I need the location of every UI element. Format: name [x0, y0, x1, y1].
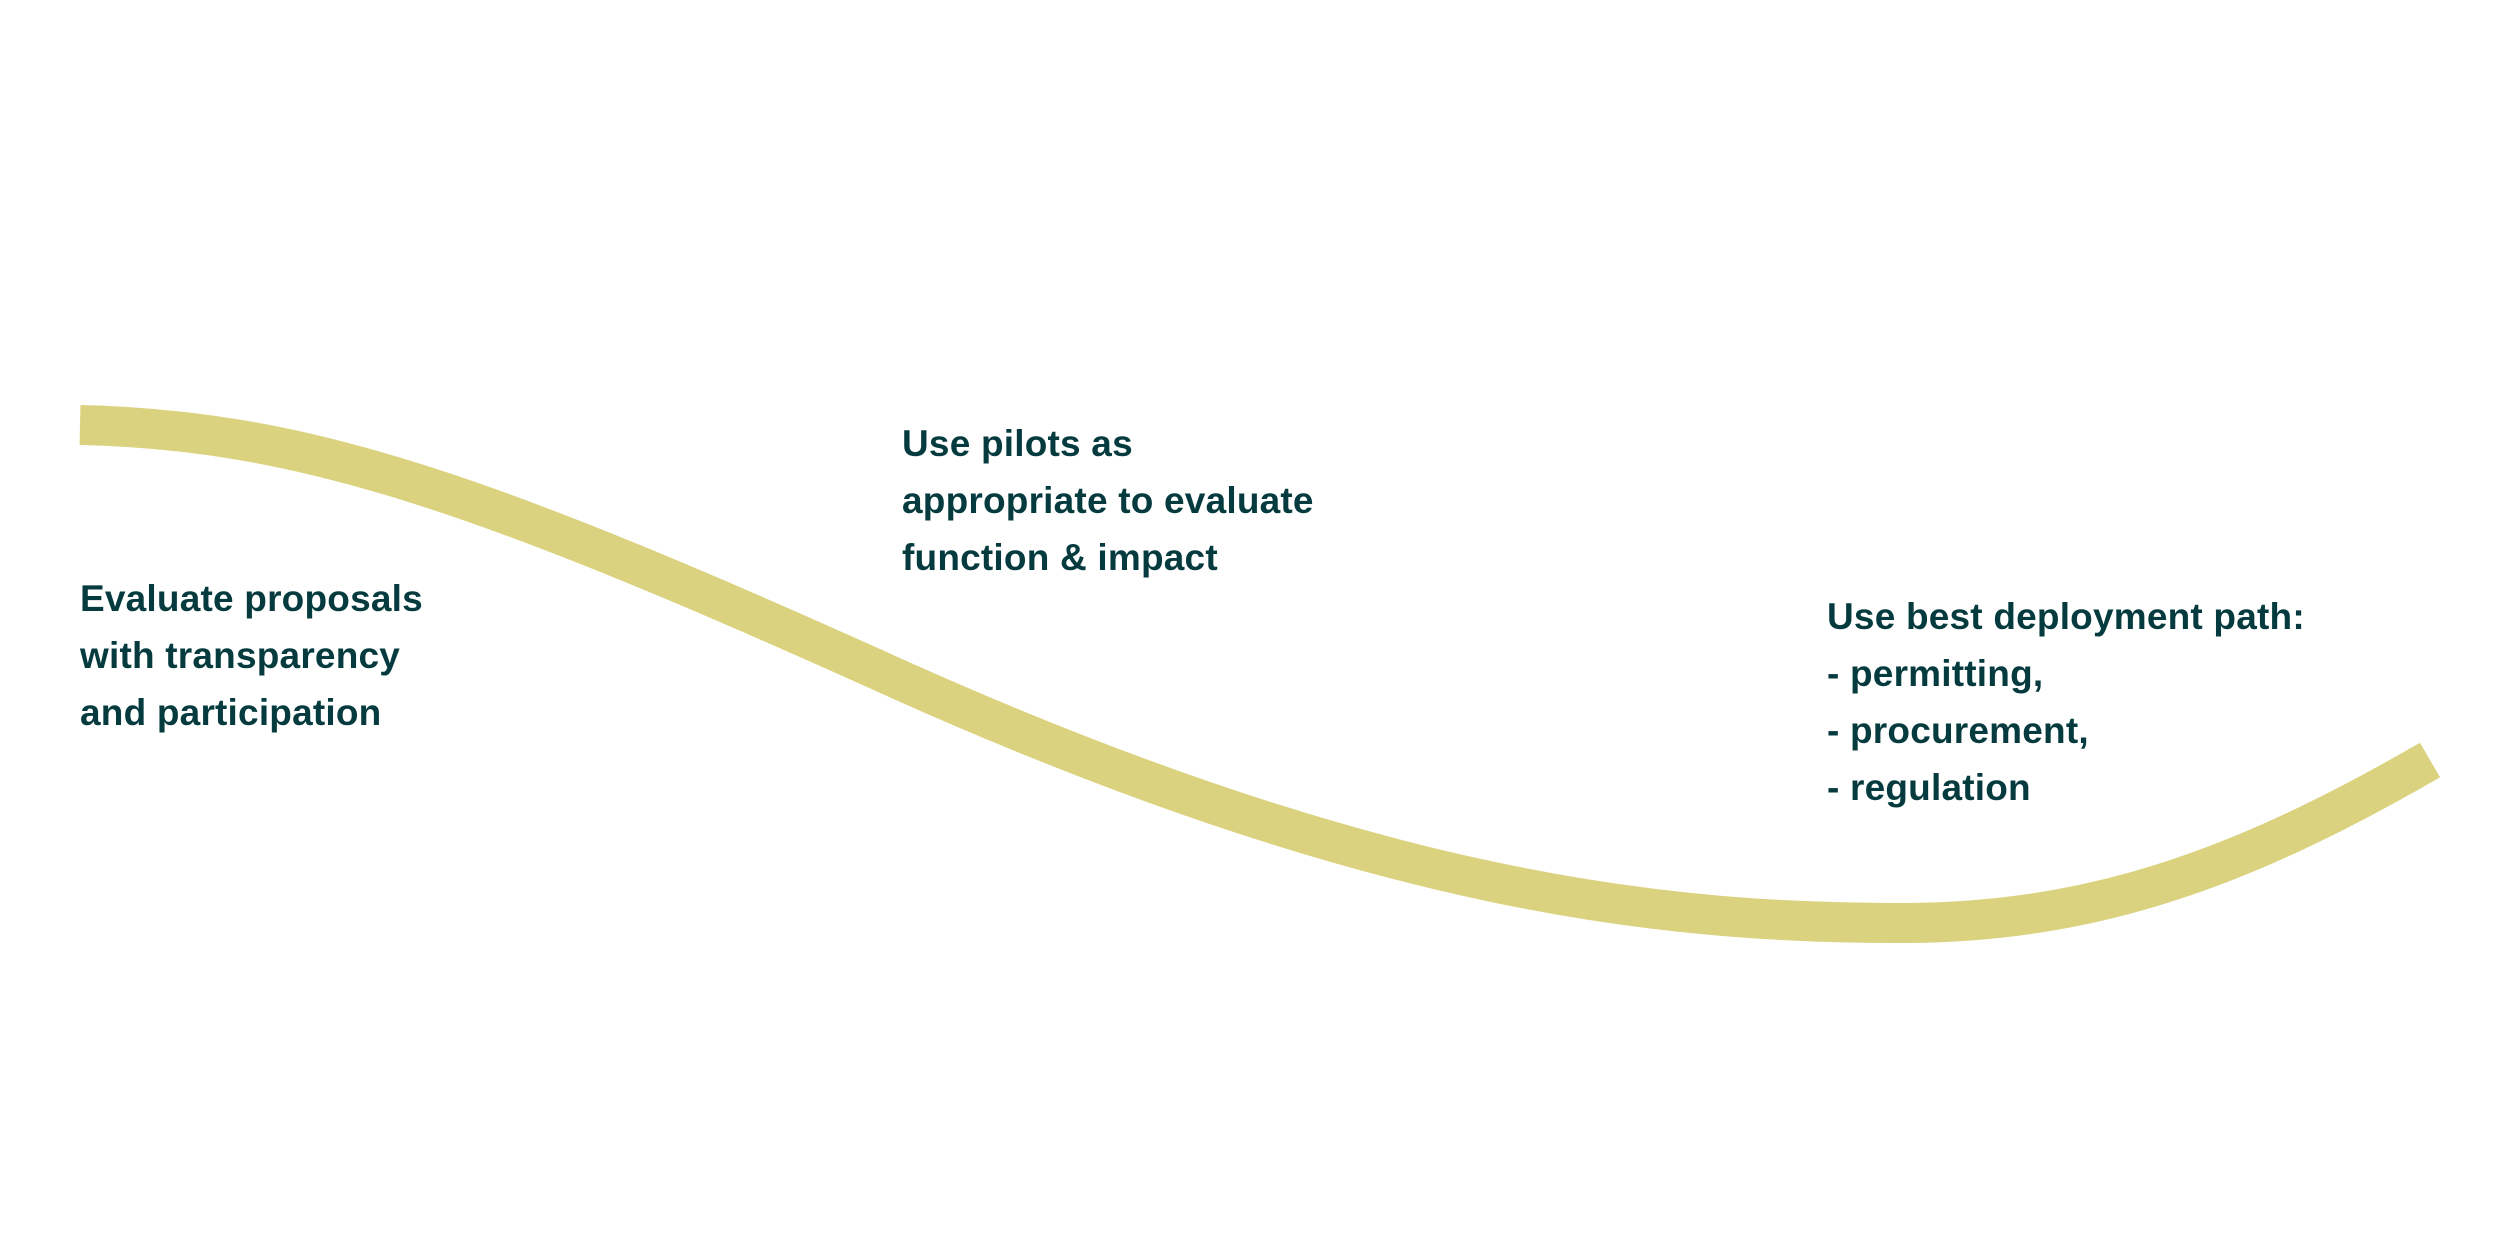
step-line: function & impact [902, 537, 1218, 578]
step-use-pilots: Use pilots as appropriate to evaluate fu… [902, 415, 1314, 586]
step-line: Use pilots as [902, 423, 1133, 464]
wave-curve [79, 405, 2441, 944]
step-line: and participation [80, 692, 382, 733]
step-line: Use best deployment path: [1827, 596, 2305, 637]
step-line: Evaluate proposals [80, 578, 423, 619]
step-evaluate-proposals: Evaluate proposals with transparency and… [80, 570, 423, 741]
step-line: - regulation [1827, 767, 2031, 808]
step-deployment-path: Use best deployment path: - permitting, … [1827, 588, 2305, 816]
step-line: - procurement, [1827, 710, 2089, 751]
step-line: appropriate to evaluate [902, 480, 1314, 521]
step-line: - permitting, [1827, 653, 2044, 694]
step-line: with transparency [80, 635, 401, 676]
